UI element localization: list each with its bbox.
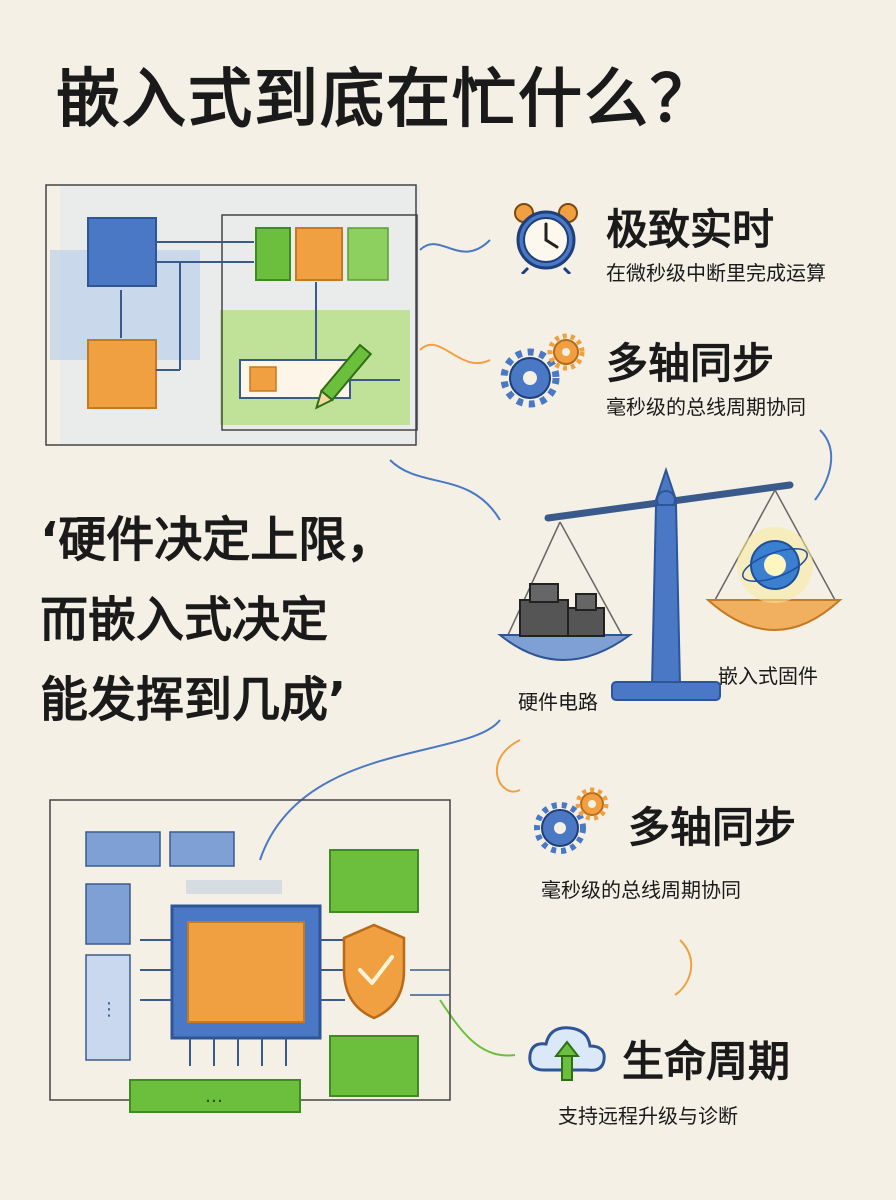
alarm-clock-icon: [508, 198, 584, 276]
gears-icon: [534, 786, 614, 858]
feature-subtitle-sync-1: 毫秒级的总线周期协同: [606, 395, 806, 419]
quote-line-1: ‘硬件决定上限，: [40, 512, 395, 568]
feature-subtitle-sync-2: 毫秒级的总线周期协同: [541, 878, 741, 902]
balance-scale-illustration: [497, 466, 843, 701]
page-title: 嵌入式到底在忙什么？: [56, 63, 716, 137]
feature-title-realtime: 极致实时: [606, 205, 775, 254]
feature-title-sync-2: 多轴同步: [628, 803, 797, 852]
svg-text:⋮: ⋮: [100, 999, 118, 1020]
feature-subtitle-lifecycle: 支持远程升级与诊断: [558, 1104, 738, 1128]
quote-line-2: 而嵌入式决定: [40, 592, 329, 648]
cloud-upload-icon: [524, 1020, 610, 1084]
feature-title-lifecycle: 生命周期: [622, 1037, 791, 1086]
block-diagram-illustration: [45, 184, 420, 446]
scale-label-hardware: 硬件电路: [518, 690, 598, 714]
quote-line-3: 能发挥到几成’: [40, 672, 347, 728]
quote-text: ‘硬件决定上限， 而嵌入式决定 能发挥到几成’: [40, 500, 394, 740]
scale-label-firmware: 嵌入式固件: [718, 664, 818, 688]
feature-subtitle-realtime: 在微秒级中断里完成运算: [606, 261, 826, 285]
feature-title-sync-1: 多轴同步: [606, 339, 775, 388]
svg-text:…: …: [205, 1086, 223, 1107]
chip-board-illustration: ⋮ …: [49, 799, 451, 1113]
gears-icon: [500, 332, 590, 412]
